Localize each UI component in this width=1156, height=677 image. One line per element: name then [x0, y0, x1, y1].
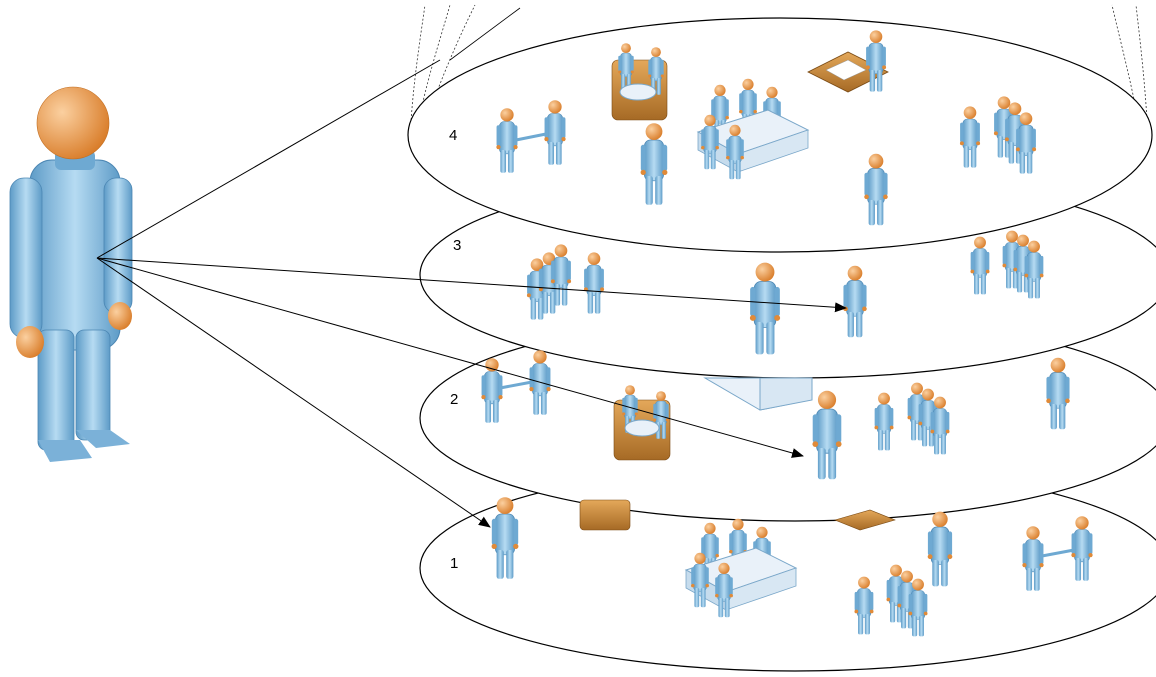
level-4-label: 4	[449, 127, 457, 144]
desk-worker-icon	[834, 509, 896, 531]
level-2-contents	[480, 349, 1071, 480]
round-table-icon	[611, 42, 668, 121]
level-3-label: 3	[453, 237, 461, 254]
meeting-table-icon	[703, 377, 813, 411]
cone-lines	[96, 59, 847, 528]
round-table-icon	[579, 499, 631, 531]
handshake-icon	[480, 349, 552, 424]
level-2-label: 2	[450, 391, 458, 408]
level-1-label: 1	[450, 555, 458, 572]
level-1-contents	[490, 496, 1094, 637]
handshake-icon	[1021, 515, 1094, 592]
level-4-contents	[495, 29, 1037, 226]
cone-outline	[449, 7, 521, 61]
handshake-icon	[495, 99, 567, 174]
person-observer-icon	[9, 86, 133, 462]
